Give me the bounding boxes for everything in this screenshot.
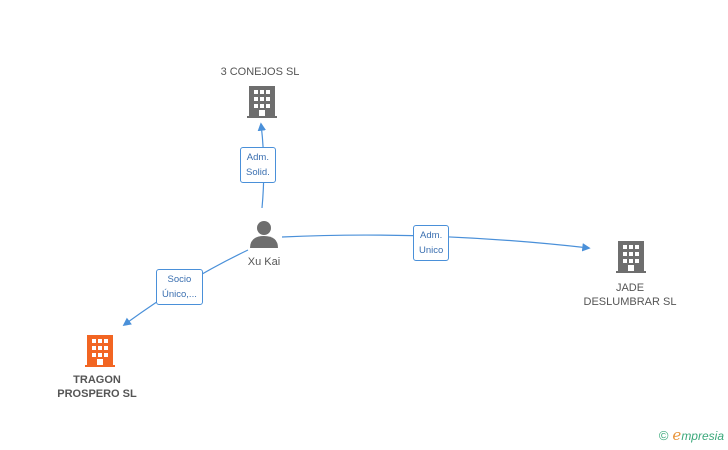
building-icon[interactable] <box>247 86 277 118</box>
edge-label-line: Solid. <box>246 167 270 178</box>
edge-label-line: Unico <box>419 245 444 256</box>
node-label-line: DESLUMBRAR SL <box>583 296 677 308</box>
person-icon[interactable] <box>250 221 278 248</box>
edge-label-adm-unico[interactable]: Adm. Unico <box>413 225 450 261</box>
node-label-3-conejos[interactable]: 3 CONEJOS SL <box>220 66 300 78</box>
edge-label-line: Adm. <box>420 230 443 241</box>
edge-label-socio-unico[interactable]: Socio Único,... <box>156 269 203 305</box>
building-icon-highlight[interactable] <box>85 335 115 367</box>
edge-label-line: Único,... <box>162 289 197 300</box>
copyright-symbol: © <box>658 427 669 443</box>
brand-name: empresia <box>672 426 724 444</box>
node-label-line: TRAGON <box>73 374 121 386</box>
empresia-logo: © empresia <box>659 426 724 444</box>
node-label-line: PROSPERO SL <box>57 388 137 400</box>
edge-label-line: Socio <box>167 274 192 285</box>
building-icon[interactable] <box>616 241 646 273</box>
node-label-tragon[interactable]: TRAGON PROSPERO SL <box>37 373 157 401</box>
node-label-jade[interactable]: JADE DESLUMBRAR SL <box>570 281 690 309</box>
node-label-line: JADE <box>615 282 645 294</box>
edge-label-adm-solid[interactable]: Adm. Solid. <box>240 147 276 183</box>
edge-label-line: Adm. <box>246 152 269 163</box>
node-label-xu-kai[interactable]: Xu Kai <box>247 256 281 268</box>
